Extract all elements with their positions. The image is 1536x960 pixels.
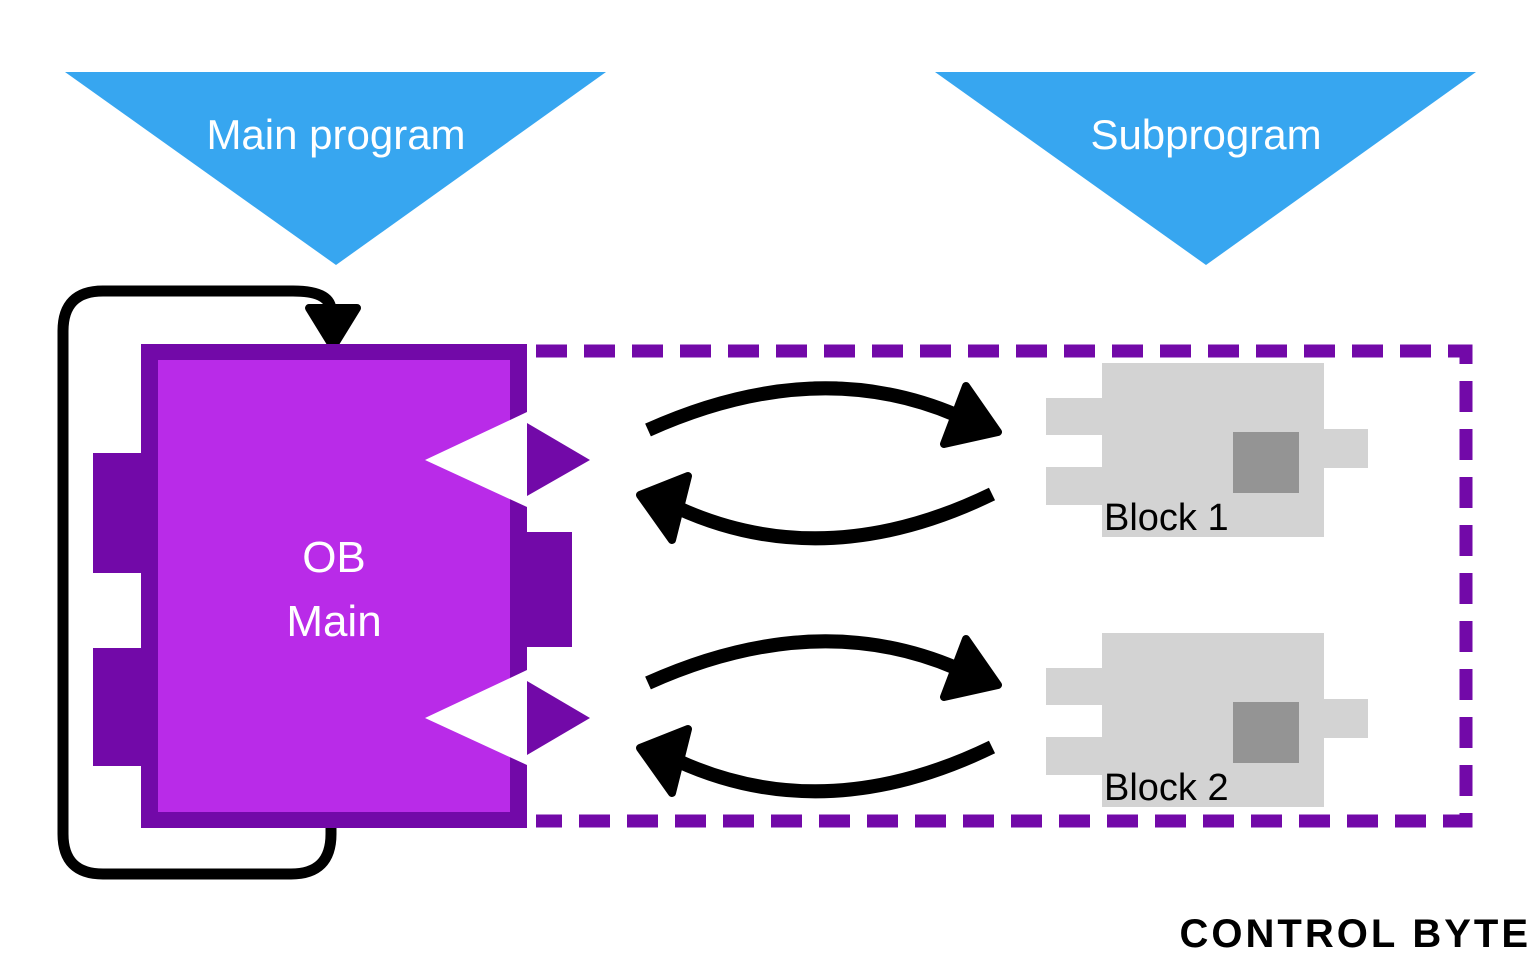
return-arrow-block1 [675,487,996,546]
cycle-loop-arrow [57,285,337,880]
block2-left-tab-lower [1046,737,1102,775]
subprogram-boundary-dashed-border [536,344,1473,828]
ob-main-call-notch-lower [425,670,527,765]
call-arrowhead-block1-icon [940,382,1002,448]
cycle-loop-arrowhead-icon [305,304,361,351]
block1-right-tab [1324,429,1368,468]
ob-main-block: OB Main [93,344,590,828]
ob-main-call-notch-upper [425,412,527,507]
ob-main-label-line1: OB [302,533,366,582]
return-arrowhead-block1-icon [636,472,692,544]
block2-inner-square [1233,702,1299,763]
block1-left-tab-lower [1046,467,1102,505]
logo-word-control: CONTROL [1180,912,1399,956]
call-arrowhead-block2-icon [940,635,1002,701]
ob-main-call-arrowhead-upper-icon [527,423,590,496]
ob-main-right-tab-middle [527,532,572,647]
ob-main-call-arrowhead-lower-icon [527,681,590,755]
call-arrow-block1 [645,381,959,437]
block2-left-tab-upper [1046,668,1102,705]
block1-left-tab-upper [1046,398,1102,435]
sub-block-1: Block 1 [1046,363,1368,539]
main-program-triangle [65,72,606,265]
block1-label: Block 1 [1104,497,1229,539]
subprogram-label: Subprogram [1090,111,1321,158]
return-arrow-block2 [675,740,996,799]
call-arrow-block2 [645,634,959,690]
return-arrowhead-block2-icon [636,725,692,797]
control-byte-logo: CONTROL BYTE [1180,912,1531,956]
subprogram-triangle [935,72,1476,265]
ob-main-body [158,360,510,812]
block1-inner-square [1233,432,1299,493]
block2-right-tab [1324,699,1368,738]
call-return-arrows-block2 [636,634,1002,799]
call-return-arrows-block1 [636,381,1002,546]
main-program-label: Main program [206,111,465,158]
sub-block-2: Block 2 [1046,633,1368,809]
ob-main-label-line2: Main [286,597,381,646]
logo-word-byte: BYTE [1412,912,1531,956]
block2-label: Block 2 [1104,767,1229,809]
